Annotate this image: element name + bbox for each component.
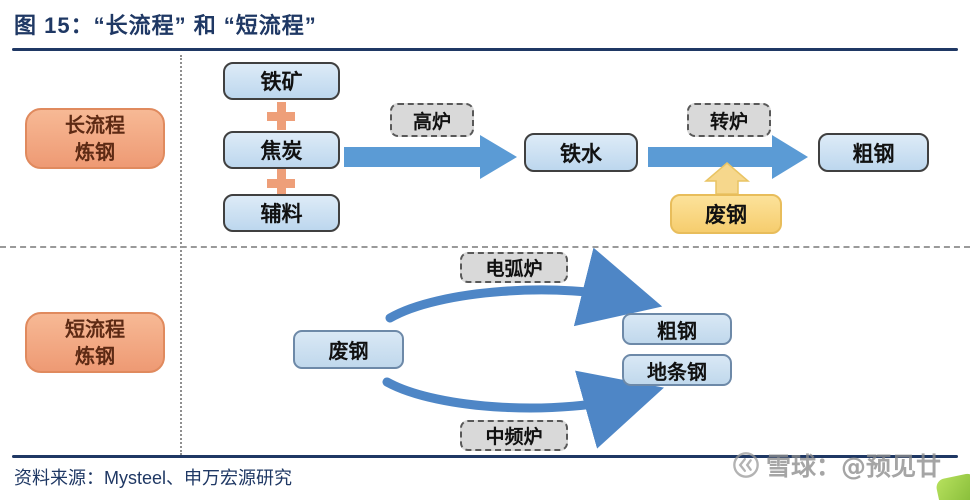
ditiao-steel-label: 地条钢 (647, 359, 707, 384)
scrap-steel-box-long: 废钢 (670, 194, 782, 234)
converter-tag: 转炉 (687, 103, 771, 137)
crude-steel-box-long: 粗钢 (818, 133, 929, 172)
section-divider-vertical (180, 55, 182, 455)
short-process-label-line2: 炼钢 (75, 343, 115, 368)
crude-steel-label-short: 粗钢 (657, 318, 697, 343)
coke-label: 焦炭 (260, 138, 303, 163)
plus-icon (267, 169, 295, 197)
iron-ore-label: 铁矿 (260, 69, 303, 94)
scrap-steel-label-long: 废钢 (705, 202, 747, 227)
electric-arc-furnace-label: 电弧炉 (485, 258, 543, 280)
scrap-steel-box-short: 废钢 (293, 330, 404, 369)
long-process-label-line1: 长流程 (65, 112, 125, 137)
converter-label: 转炉 (709, 110, 748, 133)
auxiliary-material-box: 辅料 (223, 194, 340, 232)
iron-ore-box: 铁矿 (223, 62, 340, 100)
electric-arc-furnace-tag: 电弧炉 (460, 252, 568, 283)
long-process-label: 长流程 炼钢 (25, 108, 165, 169)
molten-iron-box: 铁水 (524, 133, 638, 172)
arrow-right-icon (344, 135, 517, 179)
blast-furnace-tag: 高炉 (390, 103, 474, 137)
ditiao-steel-box: 地条钢 (622, 354, 732, 386)
title-underline (12, 48, 958, 51)
footer-rule (12, 455, 958, 458)
source-note: 资料来源：Mysteel、申万宏源研究 (14, 468, 293, 488)
arrow-up-icon (703, 162, 751, 195)
watermark-text: 雪球：@预见廿 (766, 452, 942, 481)
short-process-label-line1: 短流程 (65, 316, 125, 341)
long-process-label-line2: 炼钢 (75, 139, 115, 164)
section-divider-horizontal (0, 246, 970, 248)
auxiliary-material-label: 辅料 (260, 201, 303, 226)
crude-steel-box-short: 粗钢 (622, 313, 732, 345)
figure-title: 图 15：“长流程” 和 “短流程” (14, 13, 317, 38)
medium-frequency-furnace-label: 中频炉 (485, 426, 543, 448)
coke-box: 焦炭 (223, 131, 340, 169)
arrow-right-icon (648, 135, 808, 179)
medium-frequency-furnace-tag: 中频炉 (460, 420, 568, 451)
cycle-arc-bottom-icon (382, 370, 664, 449)
crude-steel-label-long: 粗钢 (852, 140, 895, 166)
short-process-label: 短流程 炼钢 (25, 312, 165, 373)
xueqiu-circle-logo-icon (733, 452, 759, 478)
molten-iron-label: 铁水 (560, 140, 602, 166)
cycle-arc-top-icon (385, 247, 663, 327)
plus-icon (267, 102, 295, 130)
scrap-steel-label-short: 废钢 (328, 339, 369, 363)
watermark: 雪球：@预见廿 (732, 447, 941, 483)
blast-furnace-label: 高炉 (412, 110, 451, 133)
